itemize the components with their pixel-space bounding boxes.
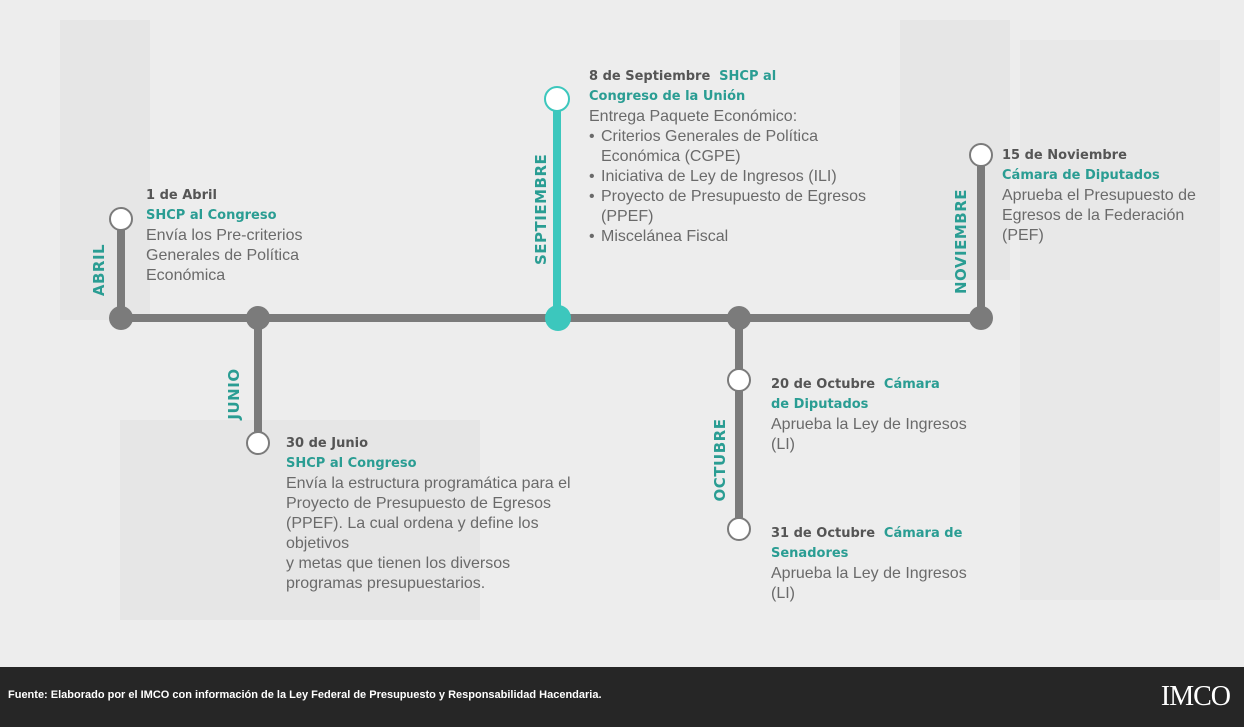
abril-stem: [117, 222, 125, 318]
list-item-line: Miscelánea Fiscal: [601, 228, 729, 245]
noviembre-stem: [977, 166, 985, 318]
list-item: Iniciativa de Ley de Ingresos (ILI): [589, 167, 919, 187]
event-junio: 30 de Junio SHCP al Congreso Envía la es…: [286, 434, 626, 594]
event-date-institution-line: 20 de Octubre Cámara: [771, 374, 1011, 395]
octubre-31-event-marker: [727, 517, 751, 541]
month-label-abril: ABRIL: [90, 243, 108, 297]
imco-logo: IMCO: [1160, 680, 1231, 714]
event-abril: 1 de Abril SHCP al Congreso Envía los Pr…: [146, 186, 366, 286]
event-items-list: Criterios Generales de Política Económic…: [589, 127, 919, 247]
event-description-line: Aprueba el Presupuesto de: [1002, 187, 1196, 204]
event-date: 31 de Octubre: [771, 526, 876, 541]
month-label-junio: JUNIO: [225, 368, 243, 420]
event-octubre-20: 20 de Octubre Cámara de Diputados Aprueb…: [771, 374, 1011, 455]
event-description-line: (PEF): [1002, 227, 1044, 244]
event-description-line: Económica: [146, 267, 226, 284]
octubre-20-event-marker: [727, 368, 751, 392]
event-institution-continued: de Diputados: [771, 397, 869, 412]
event-description-line: Generales de Política: [146, 247, 299, 264]
noviembre-event-marker: [969, 143, 993, 167]
logo-text: IMCO: [1160, 681, 1231, 712]
list-item: Proyecto de Presupuesto de Egresos (PPEF…: [589, 187, 919, 227]
event-description-line: Envía los Pre-criterios: [146, 227, 303, 244]
event-institution: SHCP al Congreso: [146, 208, 277, 223]
event-institution: SHCP al Congreso: [286, 456, 417, 471]
list-item: Criterios Generales de Política Económic…: [589, 127, 919, 167]
background-band: [1020, 40, 1220, 600]
list-item-line: Económica (CGPE): [601, 148, 741, 165]
footer-bar: Fuente: Elaborado por el IMCO con inform…: [0, 667, 1244, 727]
abril-event-marker: [109, 207, 133, 231]
event-institution-continued: Congreso de la Unión: [589, 89, 746, 104]
septiembre-node: [545, 305, 571, 331]
junio-stem: [254, 318, 262, 436]
noviembre-node: [969, 306, 993, 330]
octubre-stem: [735, 318, 743, 528]
event-date-institution-line: 31 de Octubre Cámara de: [771, 523, 1011, 544]
abril-node: [109, 306, 133, 330]
list-item-line: Proyecto de Presupuesto de Egresos: [601, 188, 867, 205]
event-description-line: Proyecto de Presupuesto de Egresos: [286, 495, 552, 512]
event-date: 15 de Noviembre: [1002, 148, 1127, 163]
event-description-line: (PPEF). La cual ordena y define los: [286, 515, 539, 532]
month-label-noviembre: NOVIEMBRE: [952, 189, 970, 294]
event-description-line: programas presupuestarios.: [286, 575, 486, 592]
event-institution: Cámara de: [883, 526, 963, 541]
event-description-line: Egresos de la Federación: [1002, 207, 1185, 224]
event-description-line: objetivos: [286, 535, 350, 552]
event-description-line: (LI): [771, 585, 795, 602]
background-band: [120, 420, 480, 620]
month-label-octubre: OCTUBRE: [711, 418, 729, 502]
event-intro: Entrega Paquete Económico:: [589, 108, 798, 125]
event-noviembre: 15 de Noviembre Cámara de Diputados Apru…: [1002, 146, 1232, 246]
event-date: 30 de Junio: [286, 436, 368, 451]
month-label-septiembre: SEPTIEMBRE: [532, 153, 550, 265]
event-date-institution-line: 8 de Septiembre SHCP al: [589, 66, 919, 87]
event-date: 8 de Septiembre: [589, 69, 711, 84]
event-description-line: y metas que tienen los diversos: [286, 555, 511, 572]
event-octubre-31: 31 de Octubre Cámara de Senadores Aprueb…: [771, 523, 1011, 604]
event-date: 20 de Octubre: [771, 377, 876, 392]
event-institution: Cámara: [883, 377, 940, 392]
event-description-line: Aprueba la Ley de Ingresos: [771, 416, 967, 433]
event-description-line: Envía la estructura programática para el: [286, 475, 571, 492]
list-item-line: Criterios Generales de Política: [601, 128, 818, 145]
source-note: Fuente: Elaborado por el IMCO con inform…: [8, 689, 602, 701]
junio-event-marker: [246, 431, 270, 455]
event-institution-continued: Senadores: [771, 546, 849, 561]
list-item-line: (PPEF): [601, 208, 654, 225]
background-band: [60, 20, 150, 320]
list-item: Miscelánea Fiscal: [589, 227, 919, 247]
event-description-line: (LI): [771, 436, 795, 453]
event-date: 1 de Abril: [146, 188, 217, 203]
septiembre-stem: [553, 108, 561, 318]
event-institution: Cámara de Diputados: [1002, 168, 1160, 183]
event-septiembre: 8 de Septiembre SHCP al Congreso de la U…: [589, 66, 919, 247]
septiembre-event-marker: [544, 86, 570, 112]
event-description-line: Aprueba la Ley de Ingresos: [771, 565, 967, 582]
event-institution: SHCP al: [719, 69, 777, 84]
list-item-line: Iniciativa de Ley de Ingresos (ILI): [601, 168, 837, 185]
